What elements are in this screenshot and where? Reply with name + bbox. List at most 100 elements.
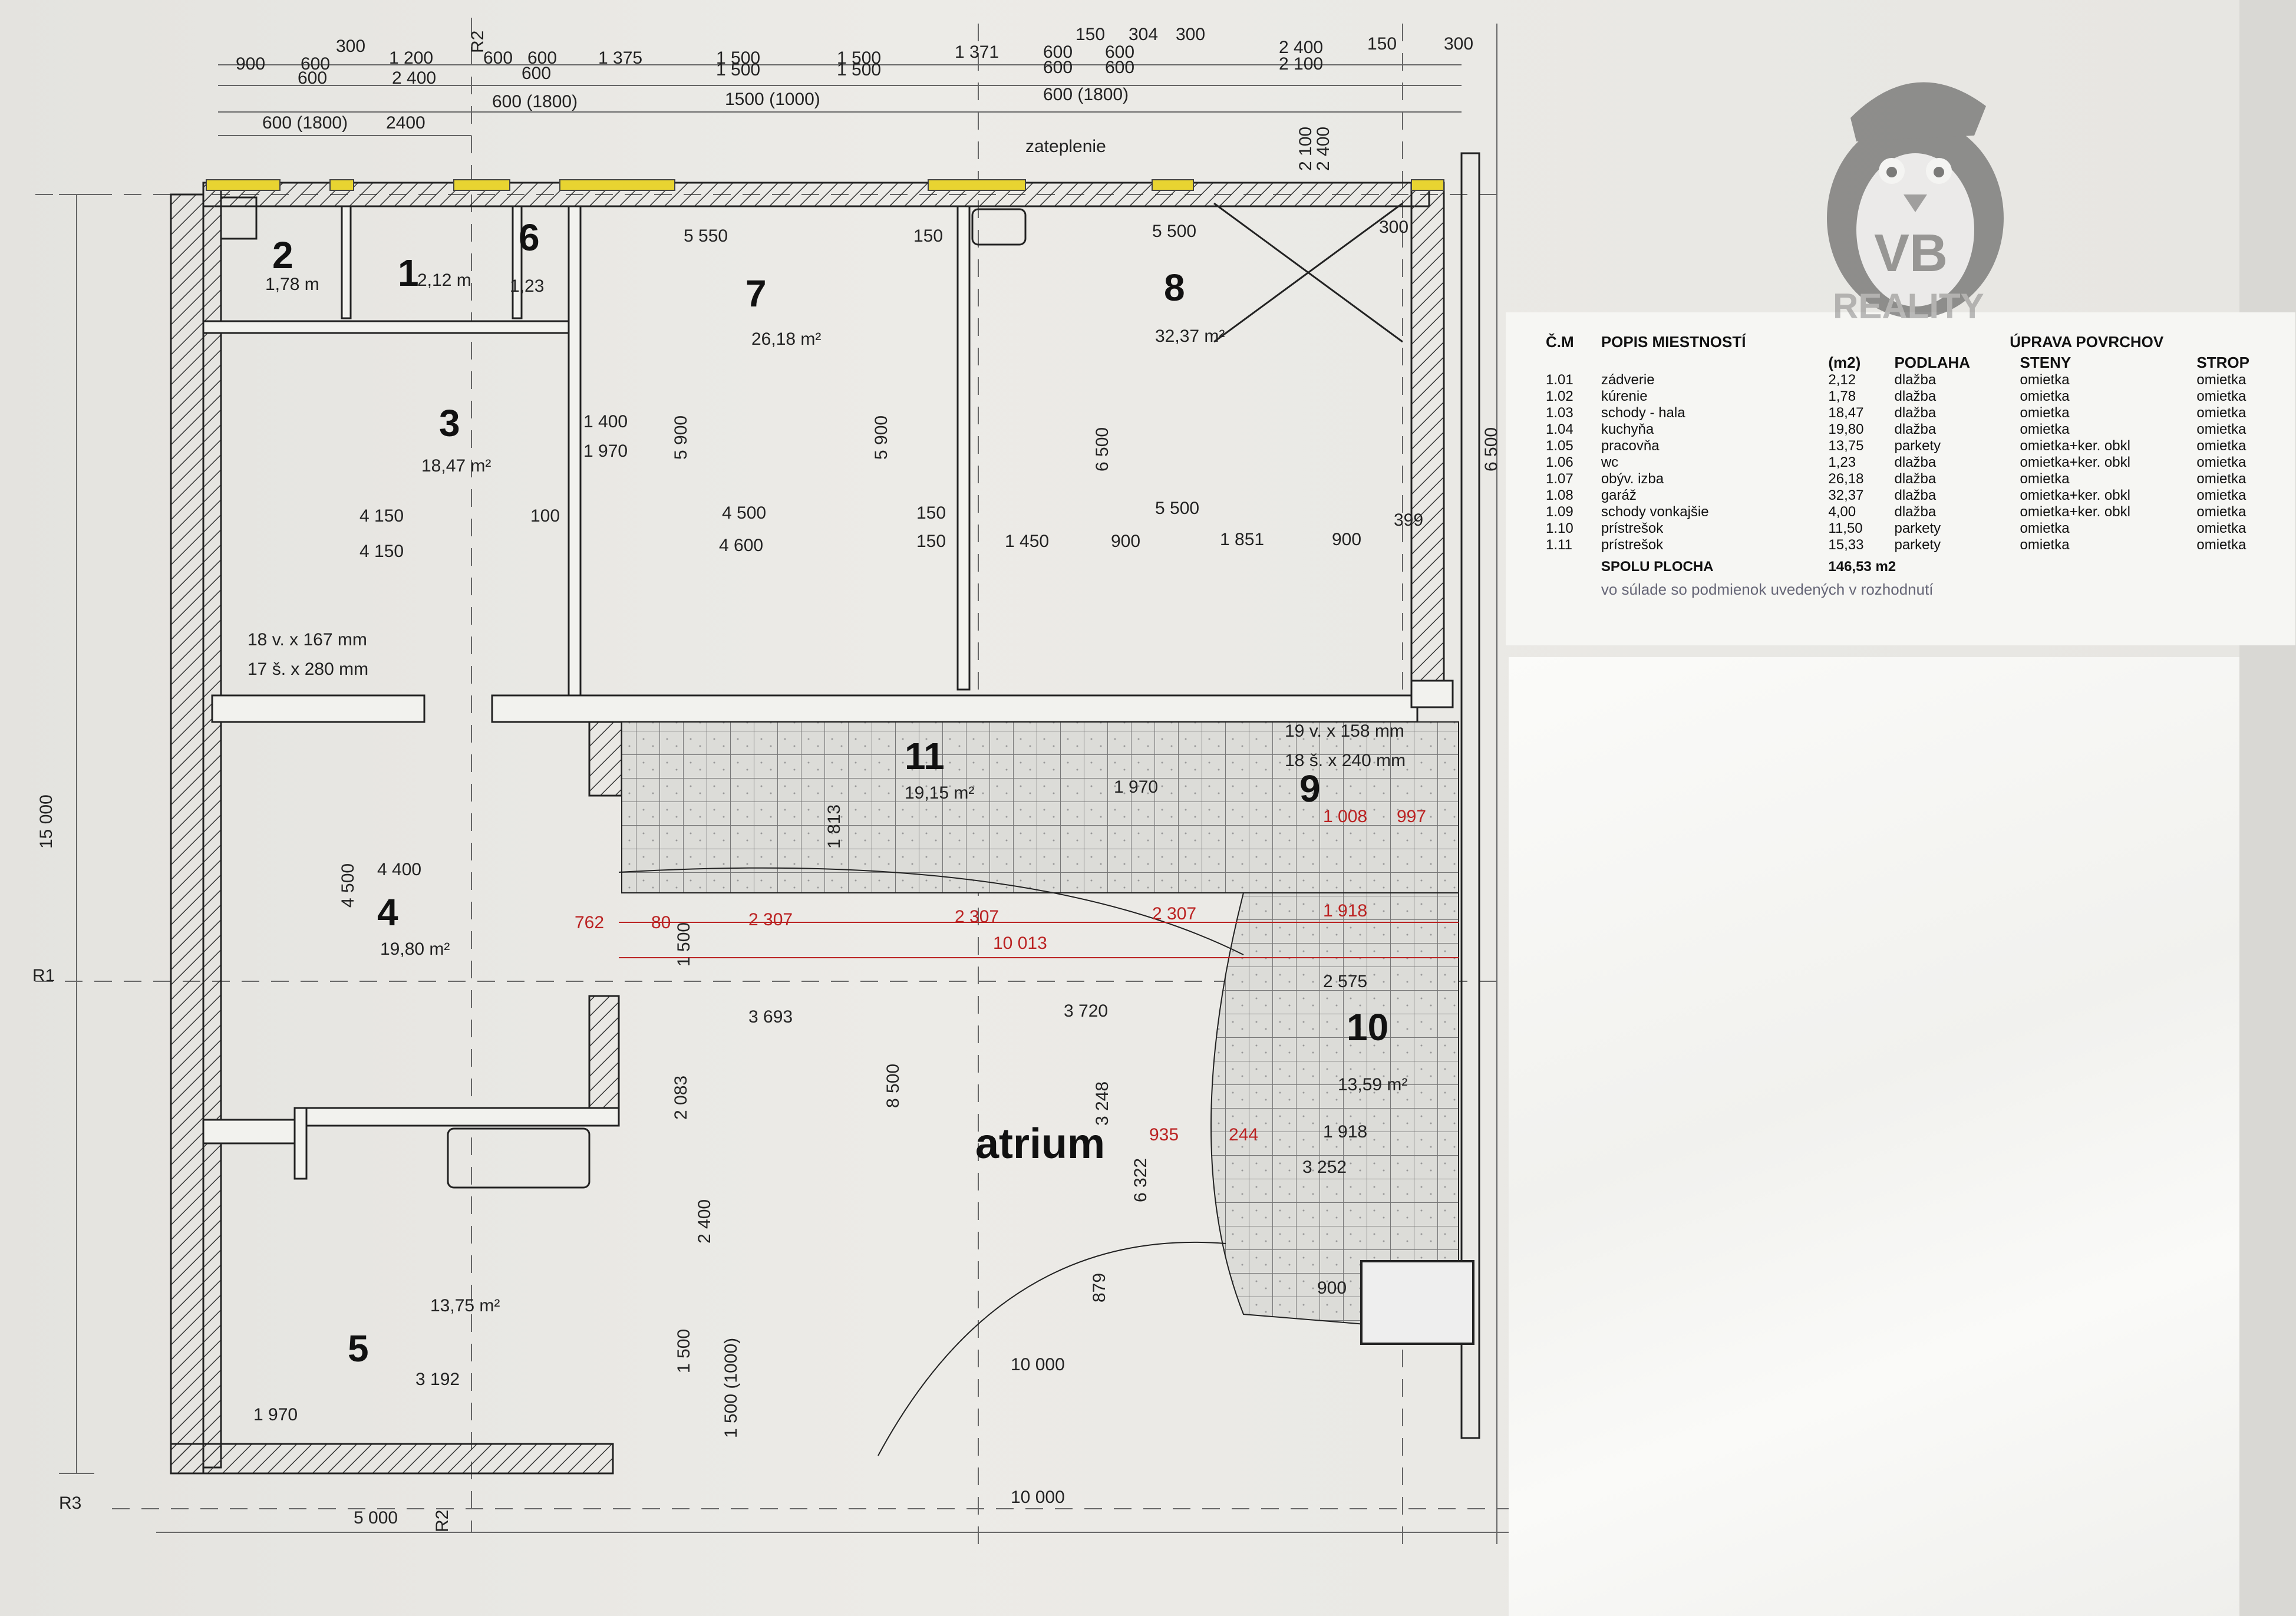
dim-inner: 150 xyxy=(913,226,943,246)
inner-dimensions: 5 550 150 5 500 300 4 500 150 5 500 4 60… xyxy=(253,217,1501,1438)
room-7-number: 7 xyxy=(745,272,767,315)
dim-top-16: 2 400 xyxy=(1279,38,1323,57)
dim-inner: 762 xyxy=(575,913,604,932)
fixtures xyxy=(220,196,1403,1189)
room-10-number: 10 xyxy=(1347,1006,1388,1048)
dim-inner: 6 322 xyxy=(1131,1158,1150,1202)
dim-inner: 5 900 xyxy=(671,415,691,460)
room-code: 1.03 xyxy=(1546,405,1573,421)
room-ceiling: omietka xyxy=(2196,438,2246,454)
dim-top2-1: 600 xyxy=(298,68,327,88)
guide-lines xyxy=(35,18,1509,1544)
col-number-header: Č.M xyxy=(1546,332,1574,351)
dim-top2-2: 2 400 xyxy=(392,68,436,88)
room-6-number: 6 xyxy=(519,216,540,259)
room-area: 11,50 xyxy=(1828,520,1863,536)
dim-inner: 3 248 xyxy=(1093,1081,1112,1126)
annotation-zateplenie: zateplenie xyxy=(1025,137,1106,156)
dim-inner: 2 400 xyxy=(695,1199,714,1244)
dim-inner: 2 575 xyxy=(1323,972,1367,991)
room-ceiling: omietka xyxy=(2196,487,2246,503)
dim-inner: 900 xyxy=(1332,530,1361,549)
dim-top2-4: 1 500 xyxy=(716,60,760,80)
paper-napkin xyxy=(1509,657,2239,1616)
dim-top-10: 1 371 xyxy=(955,42,999,62)
dim-bottom-2: 10 000 xyxy=(1011,1355,1065,1374)
room-name: kúrenie xyxy=(1601,388,1648,404)
room-7-area: 26,18 m² xyxy=(751,329,821,349)
interior-walls xyxy=(202,205,1454,1180)
dim-top-9: 1 500 xyxy=(837,48,881,68)
dim-top4-2: 2400 xyxy=(386,113,425,133)
dim-top-6: 600 xyxy=(527,48,557,68)
dim-inner: 1 851 xyxy=(1220,530,1264,549)
col-area-header: (m2) xyxy=(1828,354,1861,371)
dim-bottom-3: 10 000 xyxy=(1011,1488,1065,1507)
room-name: schody vonkajšie xyxy=(1601,504,1709,520)
room-name: prístrešok xyxy=(1601,520,1664,536)
dim-inner: 1 970 xyxy=(583,441,628,461)
room-name: garáž xyxy=(1601,487,1637,503)
dim-inner: 935 xyxy=(1149,1125,1179,1145)
room-floor: dlažba xyxy=(1894,504,1937,520)
dim-inner: 1 918 xyxy=(1323,1122,1367,1142)
room-area: 15,33 xyxy=(1828,537,1864,553)
dim-side-total: 15 000 xyxy=(37,794,56,849)
room-floor: dlažba xyxy=(1894,454,1937,470)
room-name: prístrešok xyxy=(1601,537,1664,553)
dim-inner: 4 500 xyxy=(338,863,358,908)
room-code: 1.10 xyxy=(1546,520,1573,536)
dim-inner: 1 918 xyxy=(1323,901,1367,921)
dim-inner: 5 900 xyxy=(872,415,891,460)
dim-inner: 80 xyxy=(651,913,671,932)
room-legend: Č.M POPIS MIESTNOSTÍ ÚPRAVA POVRCHOV (m2… xyxy=(1506,312,2295,645)
dim-inner: 100 xyxy=(530,506,560,526)
room-1-area: 2,12 m xyxy=(417,271,471,290)
dim-inner: 3 720 xyxy=(1064,1001,1108,1021)
room-code: 1.02 xyxy=(1546,388,1573,404)
room-name: schody - hala xyxy=(1601,405,1685,421)
dim-inner: 1 813 xyxy=(824,804,844,849)
room-ceiling: omietka xyxy=(2196,421,2246,437)
dim-top-4: 1 200 xyxy=(389,48,433,68)
room-area: 18,47 xyxy=(1828,405,1864,421)
room-walls: omietka+ker. obkl xyxy=(2020,504,2130,520)
col-description-header: POPIS MIESTNOSTÍ xyxy=(1601,332,1746,351)
room-code: 1.11 xyxy=(1546,537,1572,553)
room-area: 2,12 xyxy=(1828,372,1856,388)
col-ceiling-header: STROP xyxy=(2196,354,2249,371)
room-legend-table: Č.M POPIS MIESTNOSTÍ ÚPRAVA POVRCHOV (m2… xyxy=(1541,330,2284,599)
room-3-area: 18,47 m² xyxy=(421,456,491,476)
dim-top3-3: 600 (1800) xyxy=(1043,85,1129,104)
room-5-number: 5 xyxy=(348,1327,369,1370)
dim-top-15: 300 xyxy=(1176,25,1205,44)
dim-top3-1: 600 (1800) xyxy=(492,92,578,111)
room-walls: omietka xyxy=(2020,405,2070,421)
room-1-number: 1 xyxy=(398,252,419,294)
dim-inner: 2 083 xyxy=(671,1076,691,1120)
stair-notes: 18 v. x 167 mm 17 š. x 280 mm 19 v. x 15… xyxy=(248,630,1406,770)
axis-r2-top: R2 xyxy=(468,31,487,53)
dim-top-7: 1 375 xyxy=(598,48,642,68)
dim-inner: 3 192 xyxy=(415,1370,460,1389)
bottom-dimensions: 5 000 10 000 10 000 xyxy=(354,1355,1065,1528)
room-ceiling: omietka xyxy=(2196,405,2246,421)
dim-top-18: 300 xyxy=(1444,34,1473,54)
room-walls: omietka+ker. obkl xyxy=(2020,454,2130,470)
room-4-area: 19,80 m² xyxy=(380,939,450,959)
dim-top-vert-1: 2 100 xyxy=(1296,127,1315,171)
dim-inner: 879 xyxy=(1090,1273,1109,1302)
room-ceiling: omietka xyxy=(2196,537,2246,553)
dim-inner: 3 252 xyxy=(1302,1157,1347,1177)
dim-top4-1: 600 (1800) xyxy=(262,113,348,133)
windows xyxy=(206,179,1444,191)
dim-top2-3: 600 xyxy=(522,64,551,83)
dim-inner: 8 500 xyxy=(883,1064,903,1108)
legend-total-row: SPOLU PLOCHA 146,53 m2 xyxy=(1541,553,2284,581)
